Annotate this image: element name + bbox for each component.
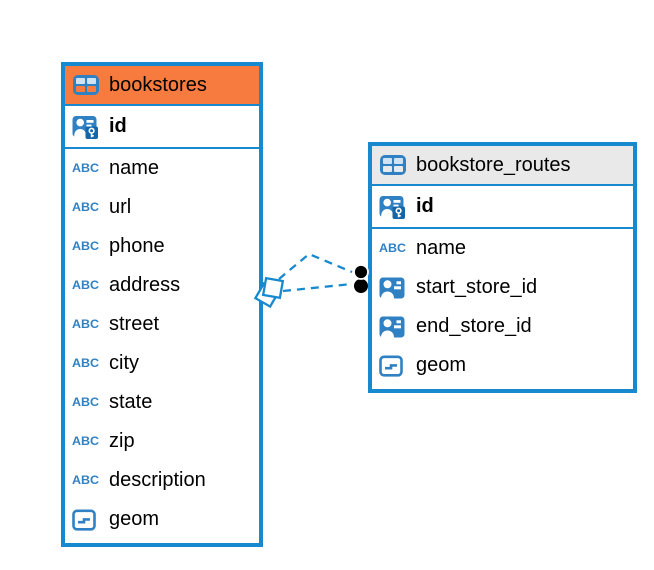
column-name: zip <box>109 430 135 452</box>
column-name: state <box>109 391 153 413</box>
column-row-id[interactable]: id <box>65 106 259 149</box>
relationship-line[interactable] <box>282 282 353 293</box>
column-name: street <box>109 313 160 335</box>
entity-table-bookstores[interactable]: bookstores id ABC na <box>61 62 263 547</box>
column-name: url <box>109 196 132 218</box>
column-name: start_store_id <box>416 276 538 298</box>
column-row-id[interactable]: id <box>372 186 633 229</box>
column-row[interactable]: ABC address <box>65 266 259 305</box>
table-columns-bookstores: ABC name ABC url ABC phone ABC address A… <box>65 149 259 543</box>
text-type-icon: ABC <box>72 200 100 214</box>
table-header-bookstores[interactable]: bookstores <box>65 66 259 106</box>
column-name: geom <box>109 508 160 530</box>
column-row[interactable]: end_store_id <box>372 307 633 346</box>
column-row[interactable]: ABC zip <box>65 422 259 461</box>
table-icon <box>380 155 406 175</box>
column-name: end_store_id <box>416 315 532 337</box>
column-name: address <box>109 274 181 296</box>
column-name: name <box>416 237 467 259</box>
column-name: city <box>109 352 139 374</box>
text-type-icon: ABC <box>72 473 100 487</box>
text-type-icon: ABC <box>72 356 100 370</box>
column-row[interactable]: geom <box>372 346 633 385</box>
column-row[interactable]: ABC description <box>65 461 259 500</box>
column-name: geom <box>416 354 467 376</box>
relationship-endpoint-dots[interactable] <box>353 264 369 293</box>
primary-key-icon <box>379 195 409 219</box>
table-name: bookstore_routes <box>416 153 571 176</box>
primary-key-icon <box>72 115 102 139</box>
relationship-line[interactable] <box>278 252 353 280</box>
column-row[interactable]: ABC name <box>65 149 259 188</box>
column-name: name <box>109 157 160 179</box>
text-type-icon: ABC <box>379 241 407 255</box>
table-icon <box>73 75 99 95</box>
text-type-icon: ABC <box>72 395 100 409</box>
table-name: bookstores <box>109 73 207 96</box>
foreign-key-person-icon <box>379 316 409 338</box>
column-row[interactable]: ABC url <box>65 188 259 227</box>
column-row[interactable]: ABC phone <box>65 227 259 266</box>
column-name: id <box>109 115 127 137</box>
table-columns-bookstore-routes: ABC name start_store_id <box>372 229 633 389</box>
column-row[interactable]: ABC state <box>65 383 259 422</box>
entity-table-bookstore-routes[interactable]: bookstore_routes id ABC <box>368 142 637 393</box>
column-row[interactable]: geom <box>65 500 259 539</box>
column-name: id <box>416 195 434 217</box>
column-name: phone <box>109 235 165 257</box>
text-type-icon: ABC <box>72 239 100 253</box>
geometry-type-icon <box>72 508 102 531</box>
text-type-icon: ABC <box>72 434 100 448</box>
text-type-icon: ABC <box>72 278 100 292</box>
column-row[interactable]: ABC street <box>65 305 259 344</box>
table-header-bookstore-routes[interactable]: bookstore_routes <box>372 146 633 186</box>
column-row[interactable]: ABC name <box>372 229 633 268</box>
column-row[interactable]: start_store_id <box>372 268 633 307</box>
foreign-key-person-icon <box>379 277 409 299</box>
geometry-type-icon <box>379 354 409 377</box>
column-row[interactable]: ABC city <box>65 344 259 383</box>
column-name: description <box>109 469 206 491</box>
text-type-icon: ABC <box>72 317 100 331</box>
text-type-icon: ABC <box>72 161 100 175</box>
